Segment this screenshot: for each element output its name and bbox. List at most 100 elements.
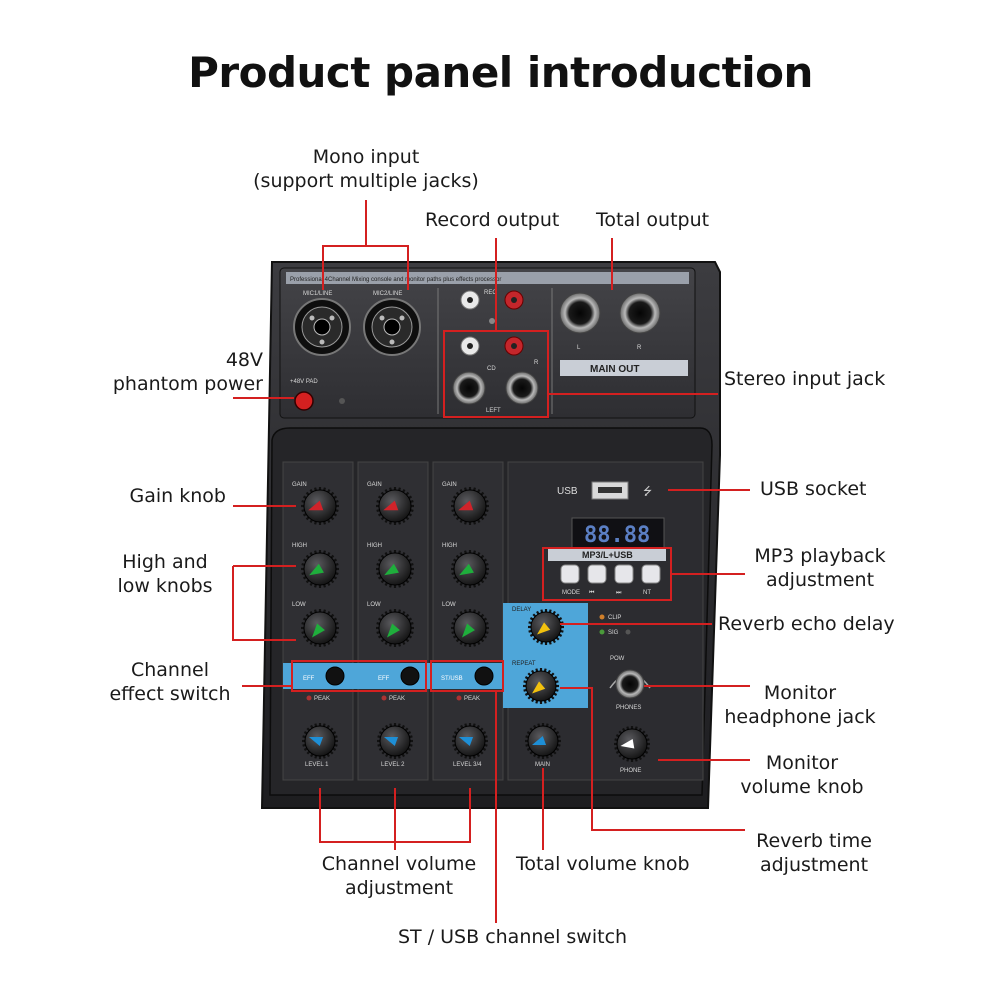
cd-rca-white [460, 336, 480, 356]
eff-label-ch1: EFF [303, 676, 315, 682]
peak-led [306, 695, 312, 701]
level-knob-ch2[interactable] [377, 723, 413, 759]
mic2-combo-jack [363, 298, 421, 356]
mic1-combo-jack [293, 298, 351, 356]
sig-label: SIG [608, 630, 619, 636]
callout-stereo-input: Stereo input jack [724, 368, 886, 390]
rear-header-text: Professional 4Channel Mixing console and… [290, 277, 501, 283]
main-out-l-label: L [577, 345, 581, 351]
callout-reverb-time: Reverb time adjustment [740, 829, 888, 877]
usb-label: USB [557, 486, 578, 497]
usb-symbol-icon: ⭍ [643, 485, 652, 498]
main-out-left-jack [559, 292, 601, 334]
callout-mono-input-line1: Mono input [312, 146, 420, 168]
high-knob-ch3[interactable] [451, 550, 489, 588]
peak-led [456, 695, 462, 701]
low-knob-ch2[interactable] [376, 609, 414, 647]
clip-label: CLIP [608, 615, 621, 621]
callout-effect-switch-line2: effect switch [109, 683, 231, 705]
callout-mp3: MP3 playback adjustment [740, 544, 900, 592]
mp3-button-label: MODE [562, 590, 580, 596]
callout-high-low-line1: High and [122, 551, 208, 573]
low-label: LOW [292, 602, 306, 608]
st-usb-label: ST/USB [441, 676, 463, 682]
callout-mono-input: Mono input (support multiple jacks) [236, 145, 496, 193]
callout-monitor-volume-line1: Monitor [765, 752, 839, 774]
callout-mono-input-line2: (support multiple jacks) [253, 170, 479, 192]
low-knob-ch3[interactable] [451, 609, 489, 647]
st-usb-switch-button[interactable] [474, 666, 494, 686]
callout-gain-knob: Gain knob [129, 485, 226, 507]
callout-st-usb: ST / USB channel switch [398, 926, 628, 948]
mp3-button-label: ⏭ [616, 590, 622, 596]
delay-label: DELAY [512, 607, 531, 613]
high-knob-ch1[interactable] [301, 550, 339, 588]
mp3-usb-plate [548, 548, 666, 561]
stereo-input-right-jack [505, 371, 539, 405]
highlight-boxes [291, 330, 672, 692]
gain-label: GAIN [292, 482, 307, 488]
reverb-repeat-knob[interactable] [523, 668, 559, 704]
callout-monitor-volume-line2: volume knob [740, 776, 864, 798]
headphone-jack [609, 669, 651, 699]
peak-label: PEAK [464, 696, 480, 702]
high-label: HIGH [292, 543, 307, 549]
level-knob-ch1[interactable] [302, 723, 338, 759]
callout-reverb-time-line1: Reverb time [756, 830, 872, 852]
gain-knob-ch2[interactable] [376, 487, 414, 525]
stereo-input-left-jack [452, 371, 486, 405]
level-knob-ch3[interactable] [452, 723, 488, 759]
effect-switch-button-ch2[interactable] [400, 666, 420, 686]
mic2-label: MIC2/LINE [373, 291, 402, 297]
callout-lines [232, 200, 750, 923]
callout-headphone-line2: headphone jack [724, 706, 876, 728]
high-knob-ch2[interactable] [376, 550, 414, 588]
main-out-right-jack [619, 292, 661, 334]
repeat-label: REPEAT [512, 661, 536, 667]
callout-total-output: Total output [596, 209, 710, 231]
mp3-display-digits: 88.88 [584, 523, 650, 548]
phantom-led [339, 398, 345, 404]
phone-volume-knob[interactable] [614, 726, 650, 762]
callout-effect-switch-line1: Channel [130, 659, 209, 681]
effect-switch-button-ch1[interactable] [325, 666, 345, 686]
low-knob-ch1[interactable] [301, 609, 339, 647]
mp3-button-3[interactable]: ⏭ [614, 564, 634, 596]
gain-knob-ch1[interactable] [301, 487, 339, 525]
phantom-label: +48V PAD [290, 379, 318, 385]
mp3-button-1[interactable]: MODE [560, 564, 580, 596]
callout-phantom-line1: 48V [225, 349, 263, 371]
low-label: LOW [442, 602, 456, 608]
mp3-button-2[interactable]: ⏮ [587, 564, 607, 596]
rec-rca-red [504, 290, 524, 310]
callout-mp3-line2: adjustment [765, 569, 875, 591]
mp3-usb-label: MP3/L+USB [582, 550, 633, 560]
callout-usb-socket: USB socket [760, 478, 867, 500]
mp3-button-4[interactable]: NT [641, 564, 661, 596]
reverb-delay-knob[interactable] [528, 609, 564, 645]
callout-monitor-volume: Monitor volume knob [722, 751, 882, 799]
callout-phantom: 48V phantom power [60, 348, 263, 396]
high-label: HIGH [442, 543, 457, 549]
cd-label: CD [487, 366, 496, 372]
phantom-button [294, 391, 314, 411]
rec-label: REC [484, 290, 497, 296]
callout-headphone: Monitor headphone jack [710, 681, 890, 729]
callout-total-volume: Total volume knob [516, 853, 690, 875]
callout-reverb-time-line2: adjustment [759, 854, 869, 876]
gain-label: GAIN [442, 482, 457, 488]
callout-record-output: Record output [425, 209, 560, 231]
callout-effect-switch: Channel effect switch [100, 658, 240, 706]
rear-header-strip [286, 272, 689, 284]
pow-label: POW [610, 656, 625, 662]
gain-knob-ch3[interactable] [451, 487, 489, 525]
gain-label: GAIN [367, 482, 382, 488]
callout-channel-volume-line2: adjustment [344, 877, 454, 899]
level1-label: LEVEL 1 [305, 762, 329, 768]
main-out-plate [560, 360, 688, 376]
mp3-button-label: NT [643, 590, 651, 596]
main-volume-knob[interactable] [525, 723, 561, 759]
callout-channel-volume-line1: Channel volume [321, 853, 477, 875]
